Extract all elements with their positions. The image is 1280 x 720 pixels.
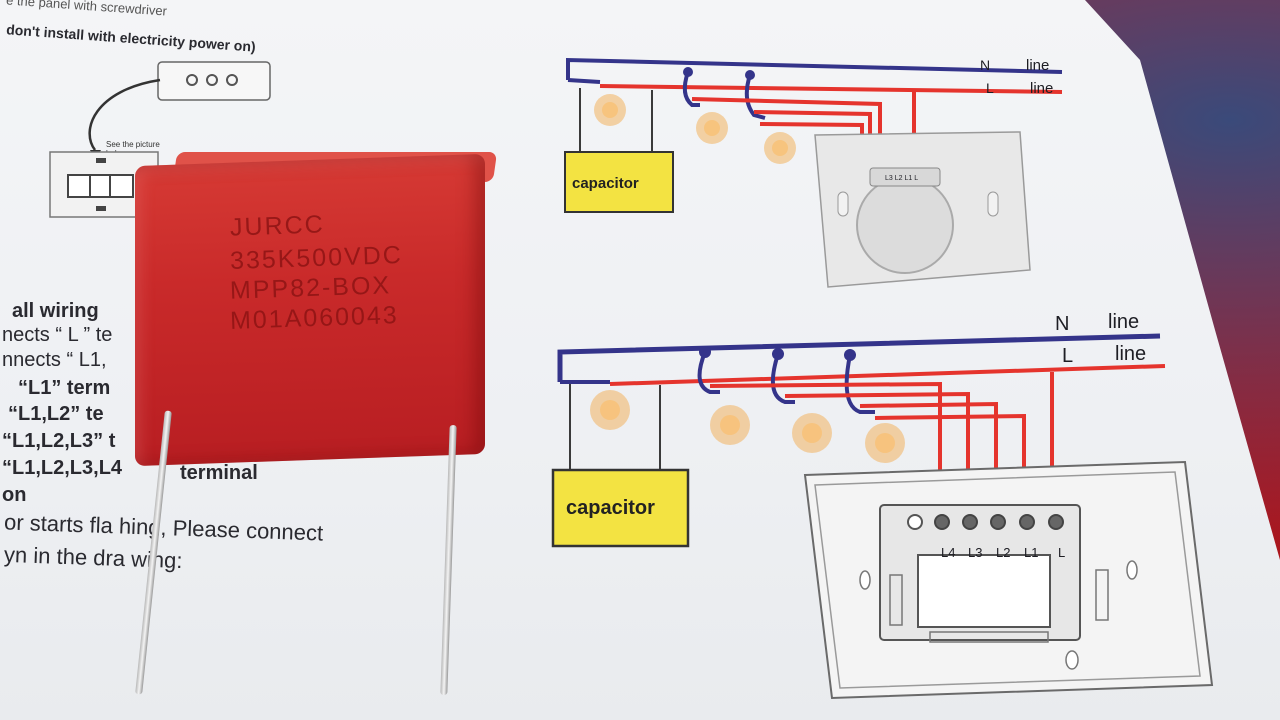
top-n-line-label: line (1026, 57, 1049, 74)
manual-line-7: terminal (180, 462, 258, 484)
manual-heading: all wiring (12, 300, 99, 322)
top-terminal-labels: L3 L2 L1 L (885, 175, 918, 182)
top-n-label: N (980, 57, 990, 73)
manual-line-1: nects “ L ” te (2, 324, 113, 346)
manual-line-5: “L1,L2,L3” t (2, 430, 116, 452)
red-film-capacitor: JURCC 335K500VDC MPP82-BOX M01A060043 (135, 152, 498, 467)
manual-line-3: “L1” term (18, 377, 111, 399)
capacitor-print-model: MPP82-BOX (229, 271, 392, 305)
capacitor-print-brand: JURCC (229, 210, 326, 242)
terminal-label-l: L (1058, 545, 1065, 560)
bottom-wiring-diagram (551, 333, 1214, 700)
bottom-n-line-label: line (1108, 311, 1139, 333)
terminal-label-l3: L3 (968, 545, 982, 560)
bottom-l-label: L (1062, 345, 1073, 367)
terminal-label-l4: L4 (941, 545, 955, 560)
top-l-line-label: line (1030, 80, 1053, 97)
top-capacitor-label: capacitor (572, 175, 639, 192)
top-wiring-diagram (564, 57, 1063, 288)
bottom-capacitor-label: capacitor (566, 497, 655, 519)
manual-line-6: “L1,L2,L3,L4 (2, 457, 123, 479)
manual-line-2: nnects “ L1, (2, 349, 107, 371)
manual-line-4: “L1,L2” te (8, 403, 104, 425)
bottom-l-line-label: line (1115, 343, 1146, 365)
bottom-n-label: N (1055, 313, 1069, 335)
manual-line-8: on (2, 484, 27, 506)
capacitor-print-code: M01A060043 (229, 301, 400, 335)
top-l-label: L (986, 80, 994, 96)
terminal-label-l2: L2 (996, 545, 1010, 560)
terminal-label-l1: L1 (1024, 545, 1038, 560)
